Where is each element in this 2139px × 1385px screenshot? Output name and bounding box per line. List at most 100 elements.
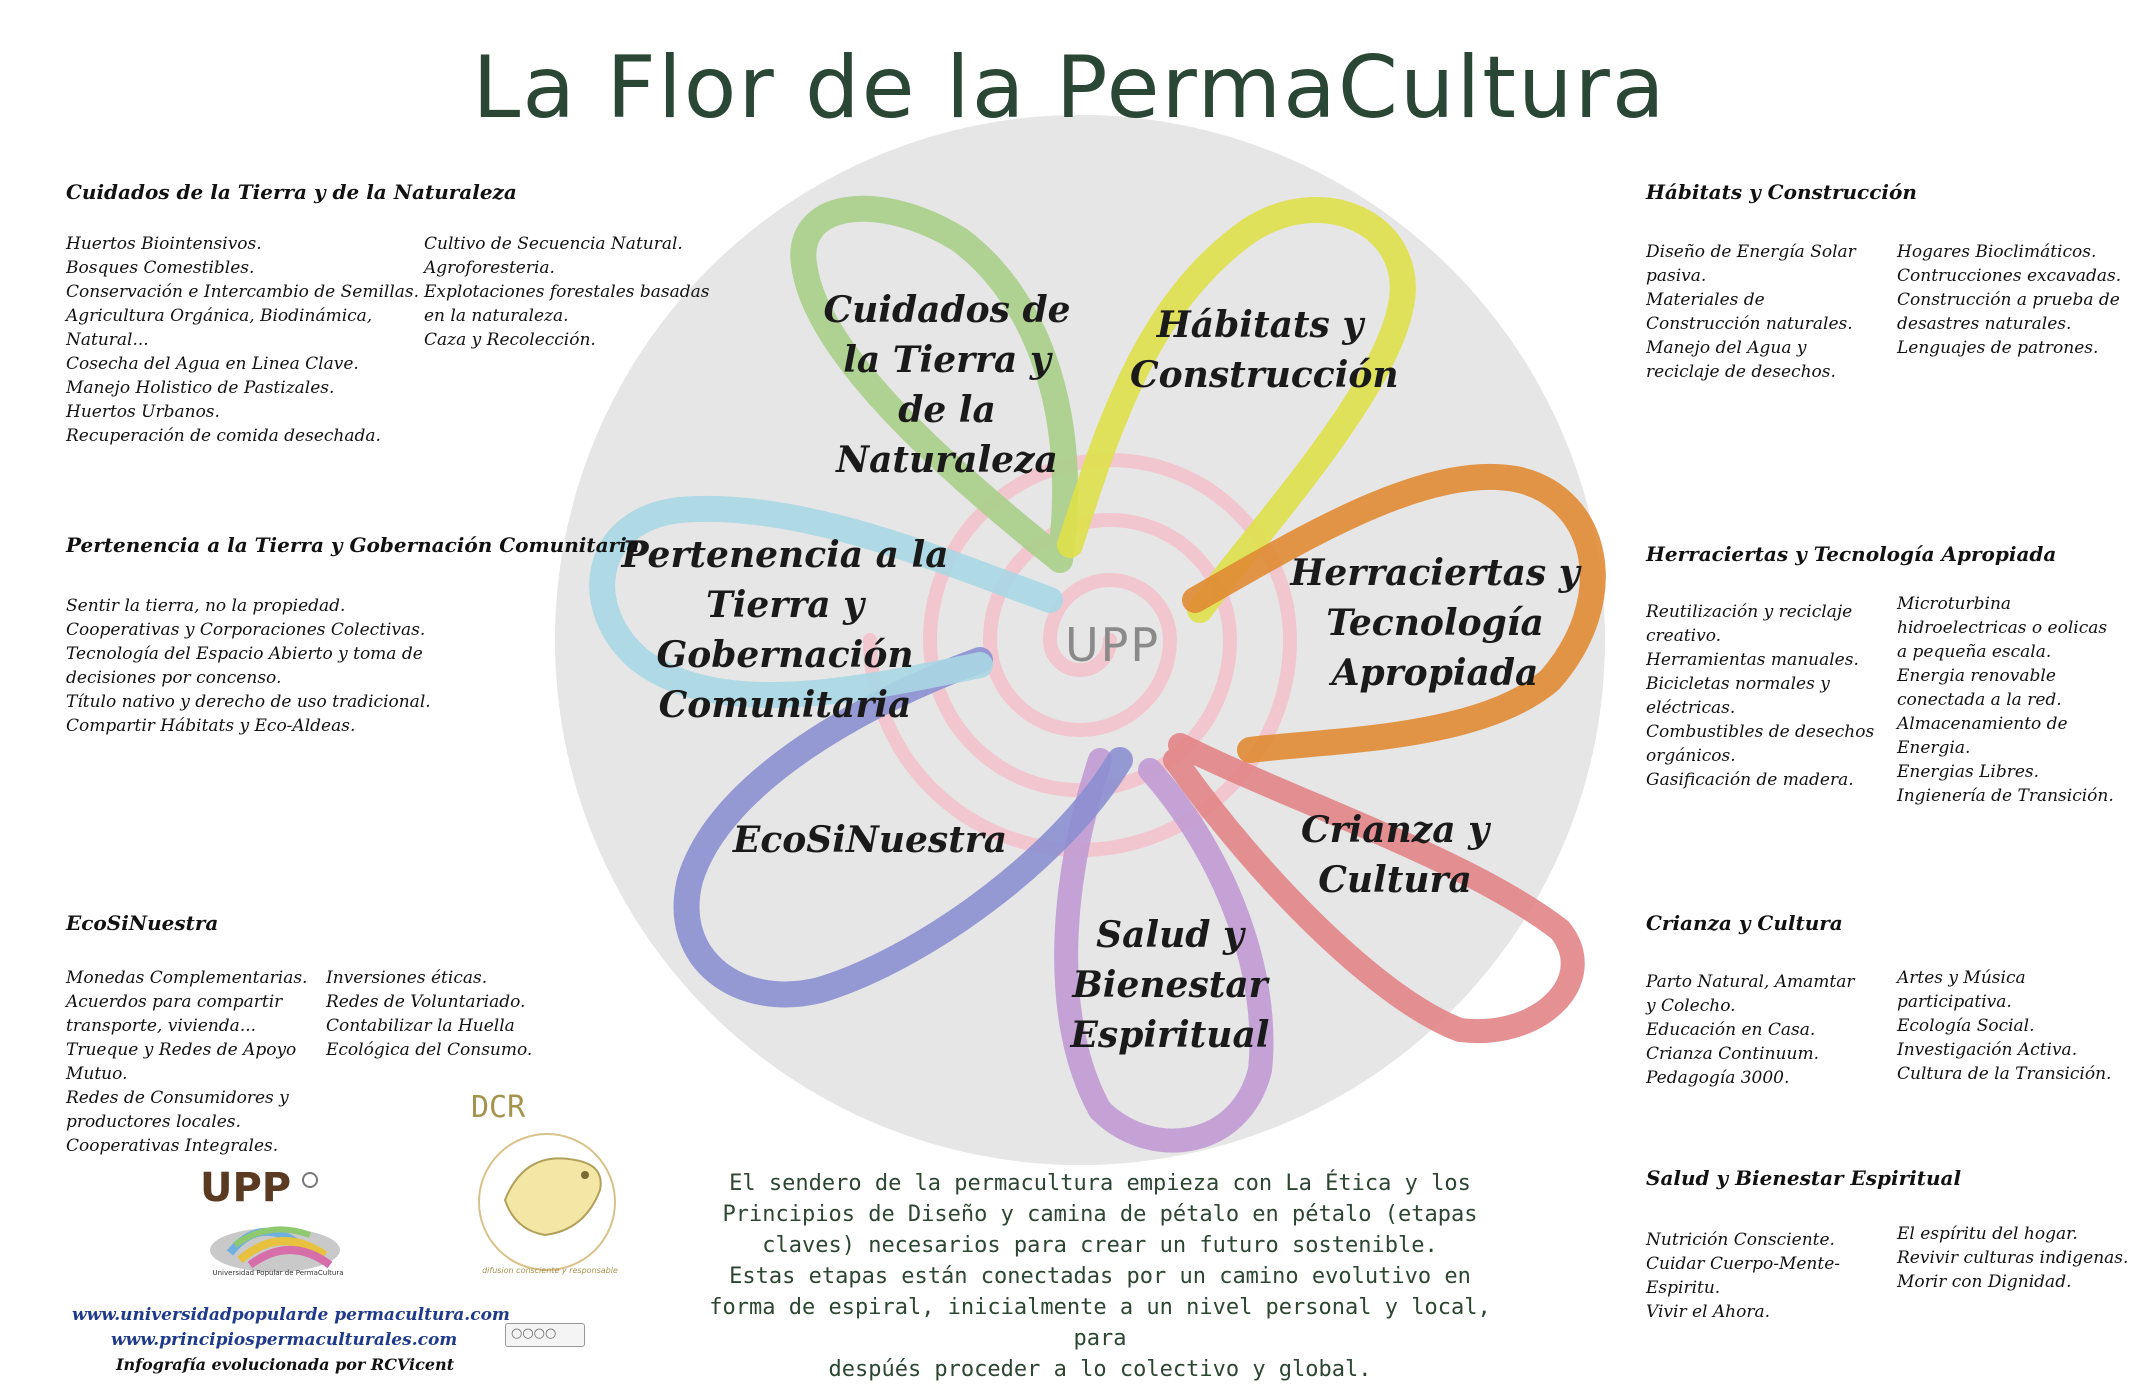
list-item: Nutrición Consciente.	[1646, 1230, 1835, 1250]
list-item: Redes de Voluntariado.	[326, 992, 526, 1012]
list-item: Ingienería de Transición.	[1897, 786, 2114, 806]
bottom-line: Principios de Diseño y camina de pétalo …	[722, 1202, 1478, 1227]
list-item: Energias Libres.	[1897, 762, 2040, 782]
list-item: Espiritu.	[1646, 1278, 1721, 1298]
dcr-logo: DCR difusion consciente y responsable	[465, 1090, 630, 1280]
list-item: Diseño de Energía Solar	[1646, 242, 1856, 262]
list-item: a pequeña escala.	[1897, 642, 2052, 662]
list-item: Reutilización y reciclaje	[1646, 602, 1853, 622]
list-item: Almacenamiento de	[1897, 714, 2068, 734]
center-logo: UPP	[1065, 618, 1161, 672]
list-item: Agroforesteria.	[424, 258, 555, 278]
cc-icon: ○○○○	[511, 1326, 557, 1341]
list-item: Cultivo de Secuencia Natural.	[424, 234, 683, 254]
list-item: Investigación Activa.	[1897, 1040, 2078, 1060]
section-title-salud: Salud y Bienestar Espiritual	[1646, 1166, 1962, 1190]
upp-logo: UPP Universidad Popular de PermaCultura	[190, 1165, 360, 1285]
list-item: Inversiones éticas.	[326, 968, 488, 988]
bottom-line: El sendero de la permacultura empieza co…	[729, 1171, 1471, 1196]
section-title-habitats: Hábitats y Construcción	[1646, 180, 1917, 204]
section-list-cuidados-col2: Cultivo de Secuencia Natural. Agroforeste…	[424, 232, 724, 352]
section-list-ecosinuestra-col2: Inversiones éticas. Redes de Voluntariado…	[326, 966, 566, 1062]
section-list-pertenencia-col1: Sentir la tierra, no la propiedad. Cooper…	[66, 594, 486, 738]
list-item: Monedas Complementarias.	[66, 968, 308, 988]
petal-salud	[1054, 748, 1274, 1153]
list-item: Artes y Música	[1897, 968, 2026, 988]
list-item: Energia renovable	[1897, 666, 2056, 686]
bottom-line: claves) necesarios para crear un futuro …	[762, 1233, 1438, 1258]
list-item: Crianza Continuum.	[1646, 1044, 1819, 1064]
dcr-logo-text: DCR	[471, 1090, 526, 1125]
page-title: La Flor de la PermaCultura	[472, 38, 1667, 138]
list-item: creativo.	[1646, 626, 1722, 646]
list-item: Contabilizar la Huella	[326, 1016, 515, 1036]
list-item: transporte, vivienda...	[66, 1016, 257, 1036]
section-list-habitats-col2: Hogares Bioclimáticos. Contrucciones exca…	[1897, 240, 2137, 360]
list-item: Trueque y Redes de Apoyo	[66, 1040, 297, 1060]
bottom-description: El sendero de la permacultura empieza co…	[690, 1168, 1510, 1385]
list-item: reciclaje de desechos.	[1646, 362, 1836, 382]
list-item: Cooperativas Integrales.	[66, 1136, 279, 1156]
petal-crianza	[1163, 733, 1585, 1044]
list-item: en la naturaleza.	[424, 306, 569, 326]
list-item: Cooperativas y Corporaciones Colectivas.	[66, 620, 426, 640]
list-item: Pedagogía 3000.	[1646, 1068, 1790, 1088]
section-list-ecosinuestra-col1: Monedas Complementarias. Acuerdos para co…	[66, 966, 326, 1158]
list-item: Construcción naturales.	[1646, 314, 1853, 334]
upp-logo-text: UPP	[200, 1165, 292, 1211]
list-item: Bicicletas normales y	[1646, 674, 1830, 694]
list-item: El espíritu del hogar.	[1897, 1224, 2078, 1244]
list-item: pasiva.	[1646, 266, 1707, 286]
list-item: Acuerdos para compartir	[66, 992, 283, 1012]
list-item: productores locales.	[66, 1112, 241, 1132]
list-item: Natural...	[66, 330, 149, 350]
petal-cuidados	[790, 195, 1079, 573]
list-item: Tecnología del Espacio Abierto y toma de	[66, 644, 423, 664]
list-item: Cultura de la Transición.	[1897, 1064, 2112, 1084]
upp-logo-graphic	[210, 1172, 340, 1272]
petal-pertenencia	[589, 496, 1063, 708]
list-item: conectada a la red.	[1897, 690, 2062, 710]
section-title-cuidados: Cuidados de la Tierra y de la Naturaleza	[66, 180, 517, 204]
petal-herraciertas	[1182, 463, 1606, 763]
bottom-line: despúés proceder a lo colectivo y global…	[828, 1357, 1372, 1382]
list-item: Huertos Urbanos.	[66, 402, 220, 422]
list-item: desastres naturales.	[1897, 314, 2072, 334]
link-upp-website[interactable]: www.universidadpopularde permacultura.co…	[72, 1305, 510, 1325]
list-item: Educación en Casa.	[1646, 1020, 1816, 1040]
link-principios-website[interactable]: www.principiospermaculturales.com	[111, 1330, 458, 1350]
list-item: Revivir culturas indigenas.	[1897, 1248, 2129, 1268]
list-item: eléctricas.	[1646, 698, 1736, 718]
petal-habitats	[1057, 197, 1416, 623]
list-item: hidroelectricas o eolicas	[1897, 618, 2108, 638]
petal-label-crianza: Crianza y Cultura	[1300, 809, 1489, 901]
list-item: Sentir la tierra, no la propiedad.	[66, 596, 346, 616]
list-item: Contrucciones excavadas.	[1897, 266, 2122, 286]
list-item: decisiones por concenso.	[66, 668, 282, 688]
list-item: Energia.	[1897, 738, 1971, 758]
section-title-herraciertas: Herraciertas y Tecnología Apropiada	[1646, 542, 2057, 566]
list-item: Construcción a prueba de	[1897, 290, 2120, 310]
list-item: Caza y Recolección.	[424, 330, 596, 350]
creative-commons-badge: ○○○○	[505, 1323, 585, 1347]
petal-label-pertenencia: Pertenencia a la Tierra y Gobernación Co…	[621, 534, 949, 726]
list-item: y Colecho.	[1646, 996, 1736, 1016]
petal-label-habitats: Hábitats y Construcción	[1130, 304, 1399, 396]
list-item: Agricultura Orgánica, Biodinámica,	[66, 306, 373, 326]
list-item: Ecología Social.	[1897, 1016, 2035, 1036]
list-item: Título nativo y derecho de uso tradicion…	[66, 692, 431, 712]
section-list-cuidados-col1: Huertos Biointensivos.Bosques Comestible…	[66, 232, 426, 448]
petal-ecosinuestra	[673, 647, 1133, 1008]
list-item: Combustibles de desechos	[1646, 722, 1875, 742]
bottom-line: forma de espiral, inicialmente a un nive…	[709, 1295, 1491, 1351]
petal-label-salud: Salud y Bienestar Espiritual	[1070, 914, 1270, 1056]
list-item: participativa.	[1897, 992, 2012, 1012]
petal-label-cuidados: Cuidados de la Tierra y de la Naturaleza	[823, 289, 1071, 481]
list-item: Huertos Biointensivos.	[66, 234, 262, 254]
list-item: Gasificación de madera.	[1646, 770, 1854, 790]
list-item: Hogares Bioclimáticos.	[1897, 242, 2097, 262]
